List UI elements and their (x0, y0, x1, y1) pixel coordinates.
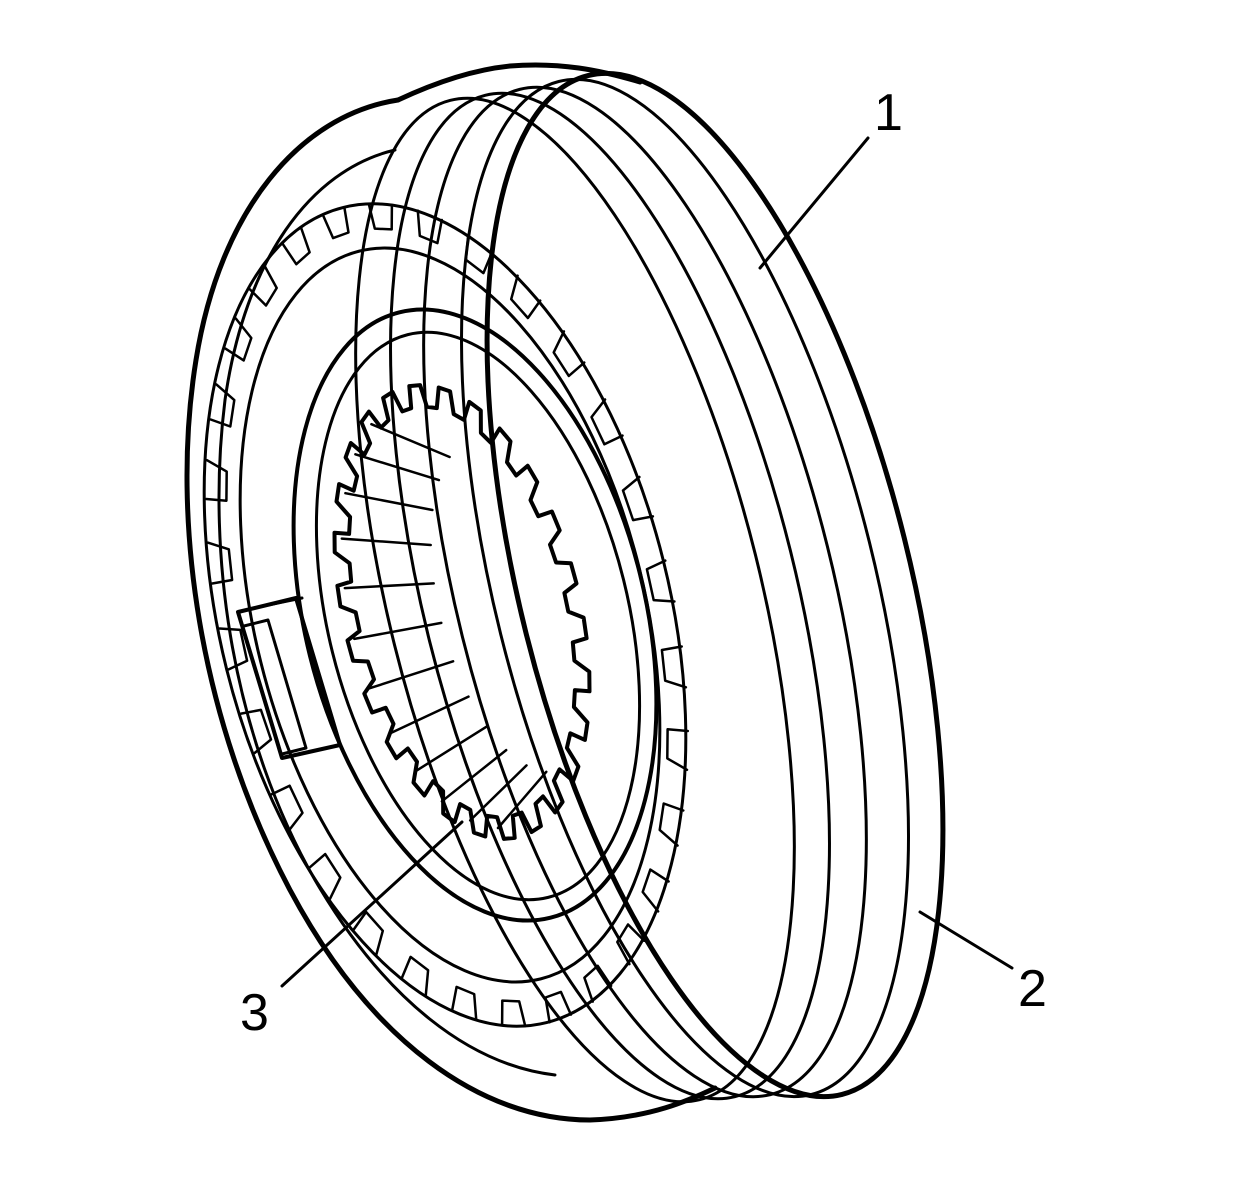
ring-tooth (552, 330, 586, 378)
tooth-ring-inner (238, 246, 662, 984)
hub-spline-grooves (340, 422, 548, 830)
spline-groove (340, 537, 432, 547)
spline-groove (440, 748, 508, 803)
key-block-face (242, 618, 308, 756)
ring-tooth (660, 645, 688, 689)
ring-tooth (224, 317, 253, 362)
ring-tooth (464, 233, 494, 275)
ring-tooth (645, 559, 676, 603)
spline-groove (389, 695, 470, 735)
ring-tooth (248, 264, 278, 307)
outer-sleeve (184, 62, 946, 1123)
sleeve-groove-3 (389, 91, 831, 1101)
ring-tooth (352, 910, 385, 956)
ring-teeth (204, 202, 690, 1028)
ring-tooth (218, 627, 249, 671)
tooth-ring-outer (202, 202, 688, 1028)
ring-tooth (641, 868, 670, 913)
spline-groove (353, 621, 443, 641)
spline-groove (368, 660, 455, 690)
sleeve-front-outline (184, 97, 718, 1123)
ring-tooth (583, 964, 613, 1003)
sleeve-top-edge (395, 62, 643, 103)
ring-tooth (666, 728, 690, 772)
ring-tooth (509, 274, 542, 320)
ring-tooth (416, 209, 444, 245)
leader-line-2 (918, 910, 1014, 970)
spline-groove (343, 582, 435, 590)
hub-outer-ring (291, 307, 659, 923)
ring-tooth (400, 955, 430, 997)
hub-inner-ring (314, 330, 642, 902)
ring-tooth (500, 999, 527, 1028)
leader-line-3 (280, 820, 464, 988)
sleeve-inner-face-ring (217, 148, 557, 1077)
callout-label-1: 1 (874, 84, 903, 142)
spline-groove (413, 725, 488, 773)
sleeve-groove-4 (354, 96, 796, 1104)
ring-tooth (367, 202, 394, 231)
ring-tooth (616, 923, 646, 966)
ring-tooth (321, 206, 350, 240)
ring-tooth (239, 708, 273, 755)
ring-tooth (281, 227, 311, 266)
ring-tooth (206, 541, 234, 585)
callout-label-3: 3 (240, 984, 269, 1042)
leader-lines (280, 136, 1014, 988)
ring-tooth (658, 802, 685, 847)
spline-groove (496, 770, 548, 830)
ring-tooth (204, 458, 228, 502)
spline-groove (370, 422, 451, 459)
hub-spline-bore (332, 383, 592, 841)
blocking-ring-teeth (202, 202, 690, 1028)
spline-groove (354, 453, 441, 482)
leader-line-1 (758, 136, 870, 270)
sleeve-groove-1 (460, 77, 910, 1099)
spline-groove (344, 491, 434, 512)
ring-tooth (209, 383, 236, 428)
ring-tooth (308, 852, 342, 900)
splined-hub (291, 307, 659, 923)
ring-tooth (450, 985, 478, 1021)
sleeve-groove-2 (422, 85, 868, 1099)
ring-tooth (590, 398, 624, 446)
ring-tooth (621, 475, 655, 522)
spline-groove (468, 764, 528, 822)
ring-tooth (270, 784, 304, 832)
sleeve-back-rim (484, 70, 946, 1100)
key-block-edge (266, 596, 304, 607)
ring-tooth (544, 990, 573, 1024)
callout-label-2: 2 (1018, 960, 1047, 1018)
